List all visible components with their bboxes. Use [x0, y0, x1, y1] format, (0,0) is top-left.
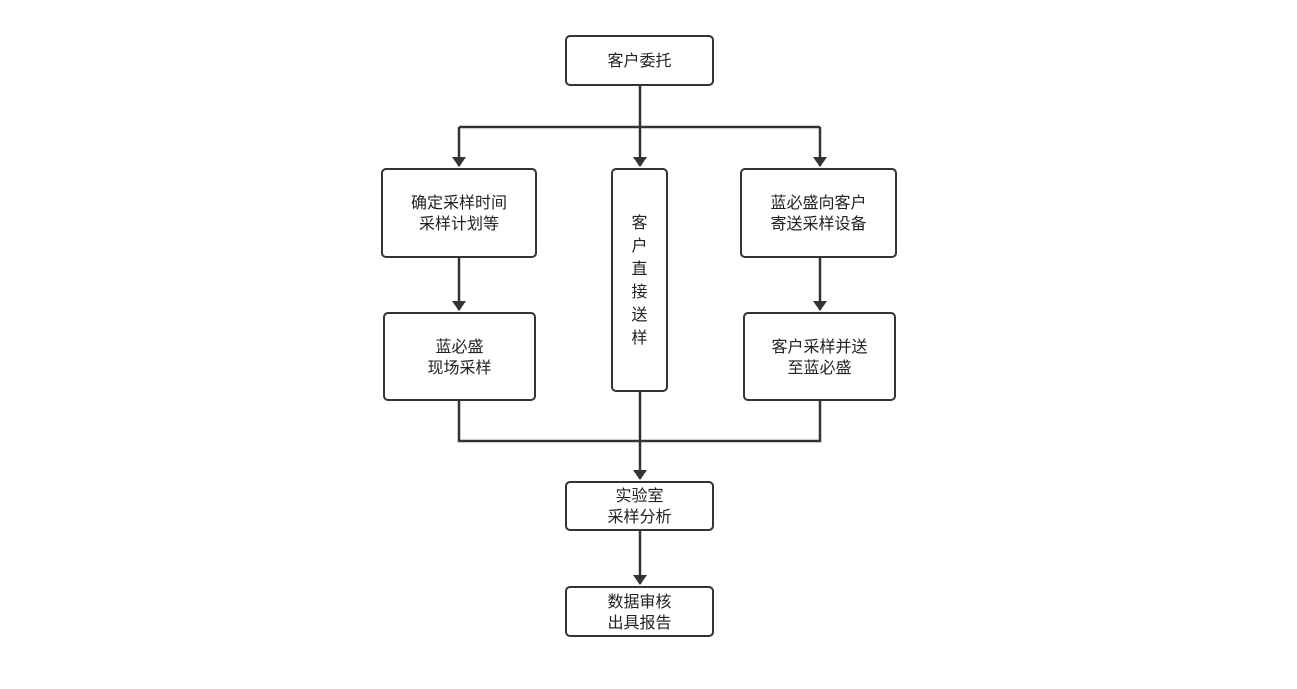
direct-label-line: 送	[631, 305, 648, 324]
onsite-label-line: 蓝必盛	[435, 336, 484, 356]
direct-label-line: 样	[631, 328, 648, 347]
node-lab: 实验室采样分析	[565, 481, 714, 531]
node-lab-label: 实验室采样分析	[607, 485, 671, 527]
lab-label-line: 实验室	[615, 486, 664, 505]
report-label-line: 出具报告	[607, 612, 672, 632]
entrust-label-line: 客户委托	[607, 51, 672, 70]
ship-label-line: 蓝必盛向客户	[770, 193, 867, 212]
node-entrust-label: 客户委托	[607, 50, 671, 71]
connector-selfsample-to-lab	[640, 401, 822, 443]
node-report-label: 数据审核出具报告	[607, 591, 671, 633]
node-direct: 客户直接送样	[611, 168, 668, 392]
direct-label-line: 直	[631, 259, 648, 278]
selfsample-label-line: 客户采样并送	[771, 336, 868, 356]
node-ship-label: 蓝必盛向客户寄送采样设备	[770, 192, 866, 234]
node-entrust: 客户委托	[565, 35, 714, 86]
selfsample-label-line: 至蓝必盛	[787, 357, 852, 377]
node-selfsample-label: 客户采样并送至蓝必盛	[771, 336, 867, 378]
report-label-line: 数据审核	[607, 591, 672, 611]
node-report: 数据审核出具报告	[565, 586, 714, 637]
node-plan-label: 确定采样时间采样计划等	[411, 192, 507, 234]
node-ship: 蓝必盛向客户寄送采样设备	[740, 168, 897, 258]
connector-onsite-to-lab	[457, 401, 640, 443]
node-selfsample: 客户采样并送至蓝必盛	[743, 312, 896, 401]
node-direct-label: 客户直接送样	[631, 211, 647, 349]
node-plan: 确定采样时间采样计划等	[381, 168, 537, 258]
ship-label-line: 寄送采样设备	[770, 214, 867, 233]
direct-label-line: 户	[631, 236, 648, 255]
node-onsite-label: 蓝必盛现场采样	[427, 336, 491, 378]
direct-label-line: 接	[631, 282, 648, 301]
direct-label-line: 客	[631, 213, 648, 232]
plan-label-line: 确定采样时间	[410, 193, 507, 212]
plan-label-line: 采样计划等	[418, 214, 499, 233]
onsite-label-line: 现场采样	[427, 357, 492, 377]
lab-label-line: 采样分析	[607, 507, 672, 526]
node-onsite: 蓝必盛现场采样	[383, 312, 536, 401]
